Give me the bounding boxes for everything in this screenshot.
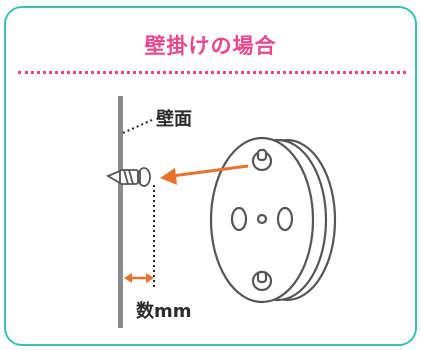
device-back-icon [209, 136, 337, 304]
page-title: 壁掛けの場合 [144, 34, 277, 58]
wall-line [118, 96, 123, 328]
title-divider [18, 71, 406, 74]
wall-surface-label: 壁面 [156, 109, 192, 130]
wall-leader-line [122, 119, 153, 134]
arrow-icon [160, 164, 249, 185]
screw-icon [105, 167, 151, 187]
gap-label: 数mm [136, 301, 192, 322]
diagram-card [4, 6, 417, 346]
gap-arrow-icon [124, 273, 154, 283]
